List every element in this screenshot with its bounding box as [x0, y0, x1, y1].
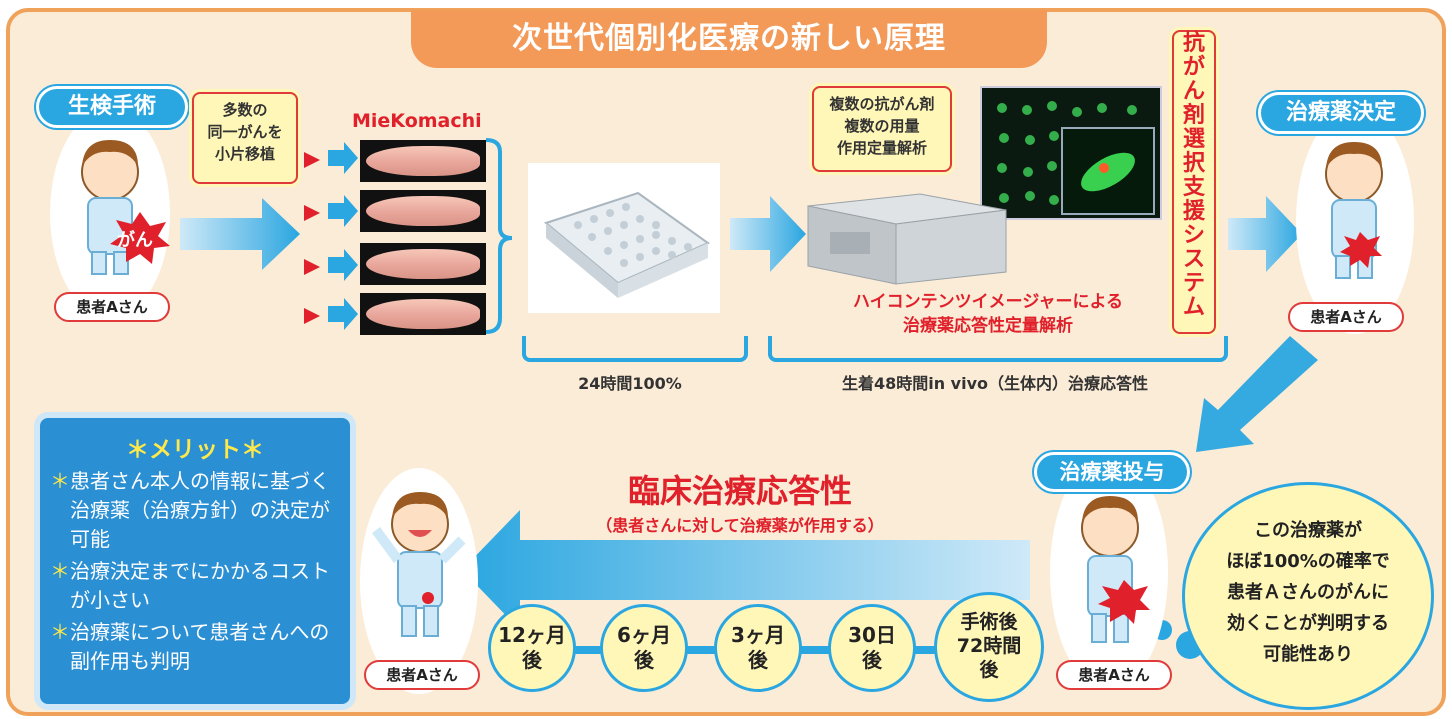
- merit-item-3-text: 治療薬について患者さんへの副作用も判明: [70, 620, 330, 673]
- prediction-line-5: 可能性あり: [1263, 644, 1353, 665]
- prediction-line-4: 効くことが判明する: [1227, 613, 1389, 634]
- fish-image-2: [360, 190, 486, 232]
- timeline-3m-1: 3ヶ月: [731, 623, 785, 647]
- timeline-30d: 30日後: [828, 604, 916, 692]
- merit-heading: ＊メリット＊: [126, 437, 264, 463]
- prediction-line-2: ほぼ100%の確率で: [1226, 551, 1390, 572]
- arrow-to-decision: [1228, 196, 1302, 272]
- patient-label-bottom-right: 患者Aさん: [1056, 660, 1172, 690]
- transplant-line-2: 同一がんを: [207, 122, 283, 141]
- merit-item-2: ＊治療決定までにかかるコストが小さい: [50, 559, 330, 612]
- well-plate-image: [528, 163, 720, 313]
- timeline-72h-1: 手術後: [960, 611, 1018, 634]
- arrow-clinical: [462, 510, 1030, 630]
- arrow-to-fish: [180, 198, 300, 270]
- analysis-box: 複数の抗がん剤 複数の用量 作用定量解析: [812, 86, 952, 172]
- timeline-12m: 12ヶ月後: [488, 604, 576, 692]
- timeline-30d-1: 30日: [848, 623, 896, 647]
- imager-machine: [800, 188, 1010, 290]
- bracket-48h: [768, 336, 1228, 362]
- analysis-line-2: 複数の用量: [844, 116, 920, 135]
- pill-biopsy: 生検手術: [36, 86, 188, 128]
- page-title: 次世代個別化医療の新しい原理: [411, 10, 1047, 68]
- patient-label-left: 患者Aさん: [54, 292, 170, 322]
- timeline-3m: 3ヶ月後: [714, 604, 802, 692]
- timeline-12m-2: 後: [522, 648, 542, 672]
- imager-caption-line-2: 治療薬応答性定量解析: [903, 316, 1073, 336]
- bracket-24h-label: 24時間100%: [578, 374, 682, 393]
- fish-label: MieKomachi: [352, 110, 482, 132]
- arrow-to-imager: [730, 196, 806, 272]
- fish-image-1: [360, 140, 486, 182]
- transplant-box: 多数の 同一がんを 小片移植: [192, 92, 298, 184]
- transplant-line-3: 小片移植: [214, 144, 275, 163]
- prediction-line-1: この治療薬が: [1254, 520, 1362, 541]
- pill-administration: 治療薬投与: [1034, 452, 1190, 492]
- timeline-6m: 6ヶ月後: [600, 604, 688, 692]
- fish-image-4: [360, 293, 486, 335]
- vertical-system-label: 抗がん剤選択支援システム: [1172, 30, 1216, 334]
- merit-panel: ＊メリット＊ ＊患者さん本人の情報に基づく治療薬（治療方針）の決定が可能 ＊治療…: [34, 412, 356, 710]
- merit-item-3: ＊治療薬について患者さんへの副作用も判明: [50, 620, 330, 673]
- timeline-30d-2: 後: [862, 648, 882, 672]
- timeline-3m-2: 後: [747, 648, 768, 672]
- microscopy-image: [980, 86, 1162, 220]
- imager-drawing: [807, 193, 1007, 285]
- fish-bracket: [485, 138, 513, 334]
- timeline-72h-3: 後: [979, 658, 999, 681]
- patient-label-bottom-left: 患者Aさん: [364, 660, 480, 690]
- timeline-6m-2: 後: [633, 648, 654, 672]
- well-plate-drawing: [543, 191, 711, 298]
- timeline-72h-2: 72時間: [956, 635, 1022, 658]
- microscopy-drawing: [997, 101, 1155, 215]
- prediction-balloon: この治療薬が ほぼ100%の確率で 患者Ａさんのがんに 効くことが判明する 可能…: [1182, 482, 1434, 710]
- pill-decision: 治療薬決定: [1258, 92, 1424, 134]
- fish-arrows: [328, 142, 358, 330]
- bracket-48h-label: 生着48時間in vivo（生体内）治療応答性: [841, 374, 1149, 393]
- transplant-line-1: 多数の: [222, 101, 268, 119]
- imager-caption: ハイコンテンツイメージャーによる 治療薬応答性定量解析: [808, 290, 1168, 338]
- analysis-line-1: 複数の抗がん剤: [829, 95, 935, 113]
- timeline-6m-1: 6ヶ月: [617, 623, 671, 647]
- clinical-heading: 臨床治療応答性: [627, 472, 852, 510]
- fish-image-3: [360, 243, 486, 285]
- merit-item-1-text: 患者さん本人の情報に基づく治療薬（治療方針）の決定が可能: [70, 469, 330, 551]
- analysis-line-3: 作用定量解析: [836, 138, 927, 157]
- cancer-label: がん: [117, 230, 153, 251]
- timeline-12m-1: 12ヶ月: [498, 623, 566, 647]
- merit-item-1: ＊患者さん本人の情報に基づく治療薬（治療方針）の決定が可能: [50, 469, 330, 551]
- red-triangles: [304, 152, 320, 324]
- bracket-24h: [522, 336, 748, 362]
- merit-item-2-text: 治療決定までにかかるコストが小さい: [70, 559, 330, 612]
- arrow-diagonal: [1196, 336, 1318, 452]
- clinical-subheading: （患者さんに対して治療薬が作用する）: [596, 516, 884, 535]
- patient-label-right-top: 患者Aさん: [1288, 302, 1404, 332]
- prediction-line-3: 患者Ａさんのがんに: [1227, 582, 1389, 603]
- imager-caption-line-1: ハイコンテンツイメージャーによる: [853, 292, 1123, 312]
